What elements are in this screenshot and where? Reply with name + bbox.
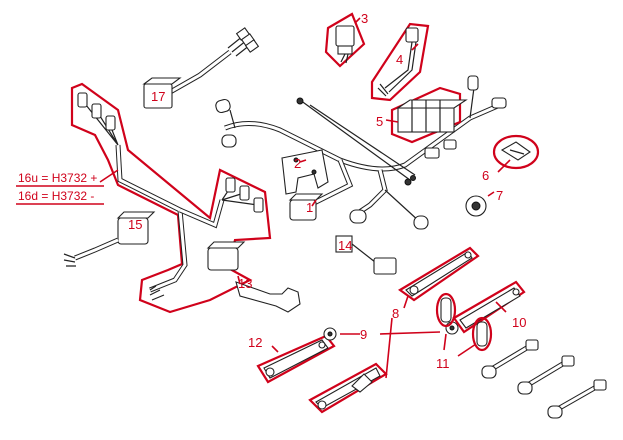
part-9-washers <box>323 321 459 341</box>
part-4-wiring <box>377 27 419 97</box>
part-5-fuse-block <box>396 99 468 133</box>
callout-9: 9 <box>360 327 367 342</box>
part-1-connector <box>288 193 324 221</box>
callout-13: 13 <box>238 276 252 291</box>
part-13-bracket <box>235 281 301 313</box>
main-harness <box>215 75 507 230</box>
part-17-connector <box>142 27 260 109</box>
part-8-strap-lower <box>315 367 381 410</box>
callout-14: 14 <box>338 238 352 253</box>
callout-7: 7 <box>496 188 503 203</box>
part-11-clips <box>440 297 488 347</box>
part-15-connector <box>63 211 156 267</box>
part-16-harness <box>70 82 272 314</box>
legend-16u: 16u = H3732 + <box>18 171 97 185</box>
callout-10: 10 <box>512 315 526 330</box>
callout-3: 3 <box>361 11 368 26</box>
callout-1: 1 <box>306 200 313 215</box>
fuse-links <box>481 339 607 419</box>
callout-5: 5 <box>376 114 383 129</box>
callout-numbers: 1 2 3 4 5 6 7 8 9 10 11 12 13 14 15 17 <box>128 11 526 371</box>
part-8-strap-upper <box>405 251 473 297</box>
part-6-clip <box>500 141 531 161</box>
part-14-connector <box>335 235 397 275</box>
callout-6: 6 <box>482 168 489 183</box>
callout-17: 17 <box>151 89 165 104</box>
callout-2: 2 <box>294 156 301 171</box>
part-3-relay <box>335 25 355 64</box>
callout-11: 11 <box>436 356 450 371</box>
legend: 16u = H3732 + 16d = H3732 - <box>16 171 104 205</box>
leader-lines <box>99 17 511 379</box>
part-2-bracket <box>281 149 329 195</box>
callout-12: 12 <box>248 335 262 350</box>
callout-4: 4 <box>396 52 403 67</box>
part-10-holder <box>459 287 521 329</box>
part-7-grommet <box>465 195 487 217</box>
callout-15: 15 <box>128 217 142 232</box>
part-12-holder <box>263 339 329 379</box>
legend-16d: 16d = H3732 - <box>18 189 94 203</box>
callout-8: 8 <box>392 306 399 321</box>
